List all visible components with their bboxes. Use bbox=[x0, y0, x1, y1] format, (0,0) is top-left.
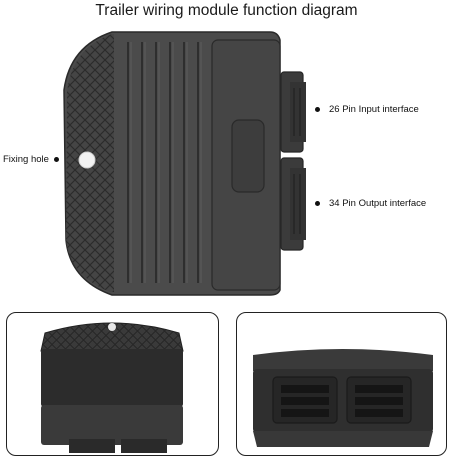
module-top-illustration bbox=[40, 322, 184, 453]
photo-module-top bbox=[6, 312, 219, 456]
callout-fixing-hole: Fixing hole bbox=[3, 154, 59, 165]
callout-34-pin: 34 Pin Output interface bbox=[315, 198, 426, 209]
fixing-hole bbox=[78, 151, 96, 169]
callout-dot bbox=[315, 106, 320, 112]
callout-dot bbox=[315, 200, 320, 206]
module-illustration bbox=[63, 31, 306, 296]
connector-26-pin bbox=[280, 71, 306, 153]
photo-module-connectors bbox=[236, 312, 447, 456]
ribbed-section bbox=[127, 42, 199, 283]
callout-34-pin-label: 34 Pin Output interface bbox=[329, 198, 427, 209]
callout-26-pin: 26 Pin Input interface bbox=[315, 104, 419, 115]
callout-26-pin-label: 26 Pin Input interface bbox=[329, 104, 419, 115]
callout-fixing-hole-label: Fixing hole bbox=[3, 154, 49, 165]
connector-34-pin bbox=[280, 157, 306, 251]
release-tab bbox=[231, 119, 265, 193]
diagram-title: Trailer wiring module function diagram bbox=[95, 2, 358, 19]
callout-dot bbox=[53, 156, 59, 162]
module-connectors-illustration bbox=[253, 349, 433, 447]
